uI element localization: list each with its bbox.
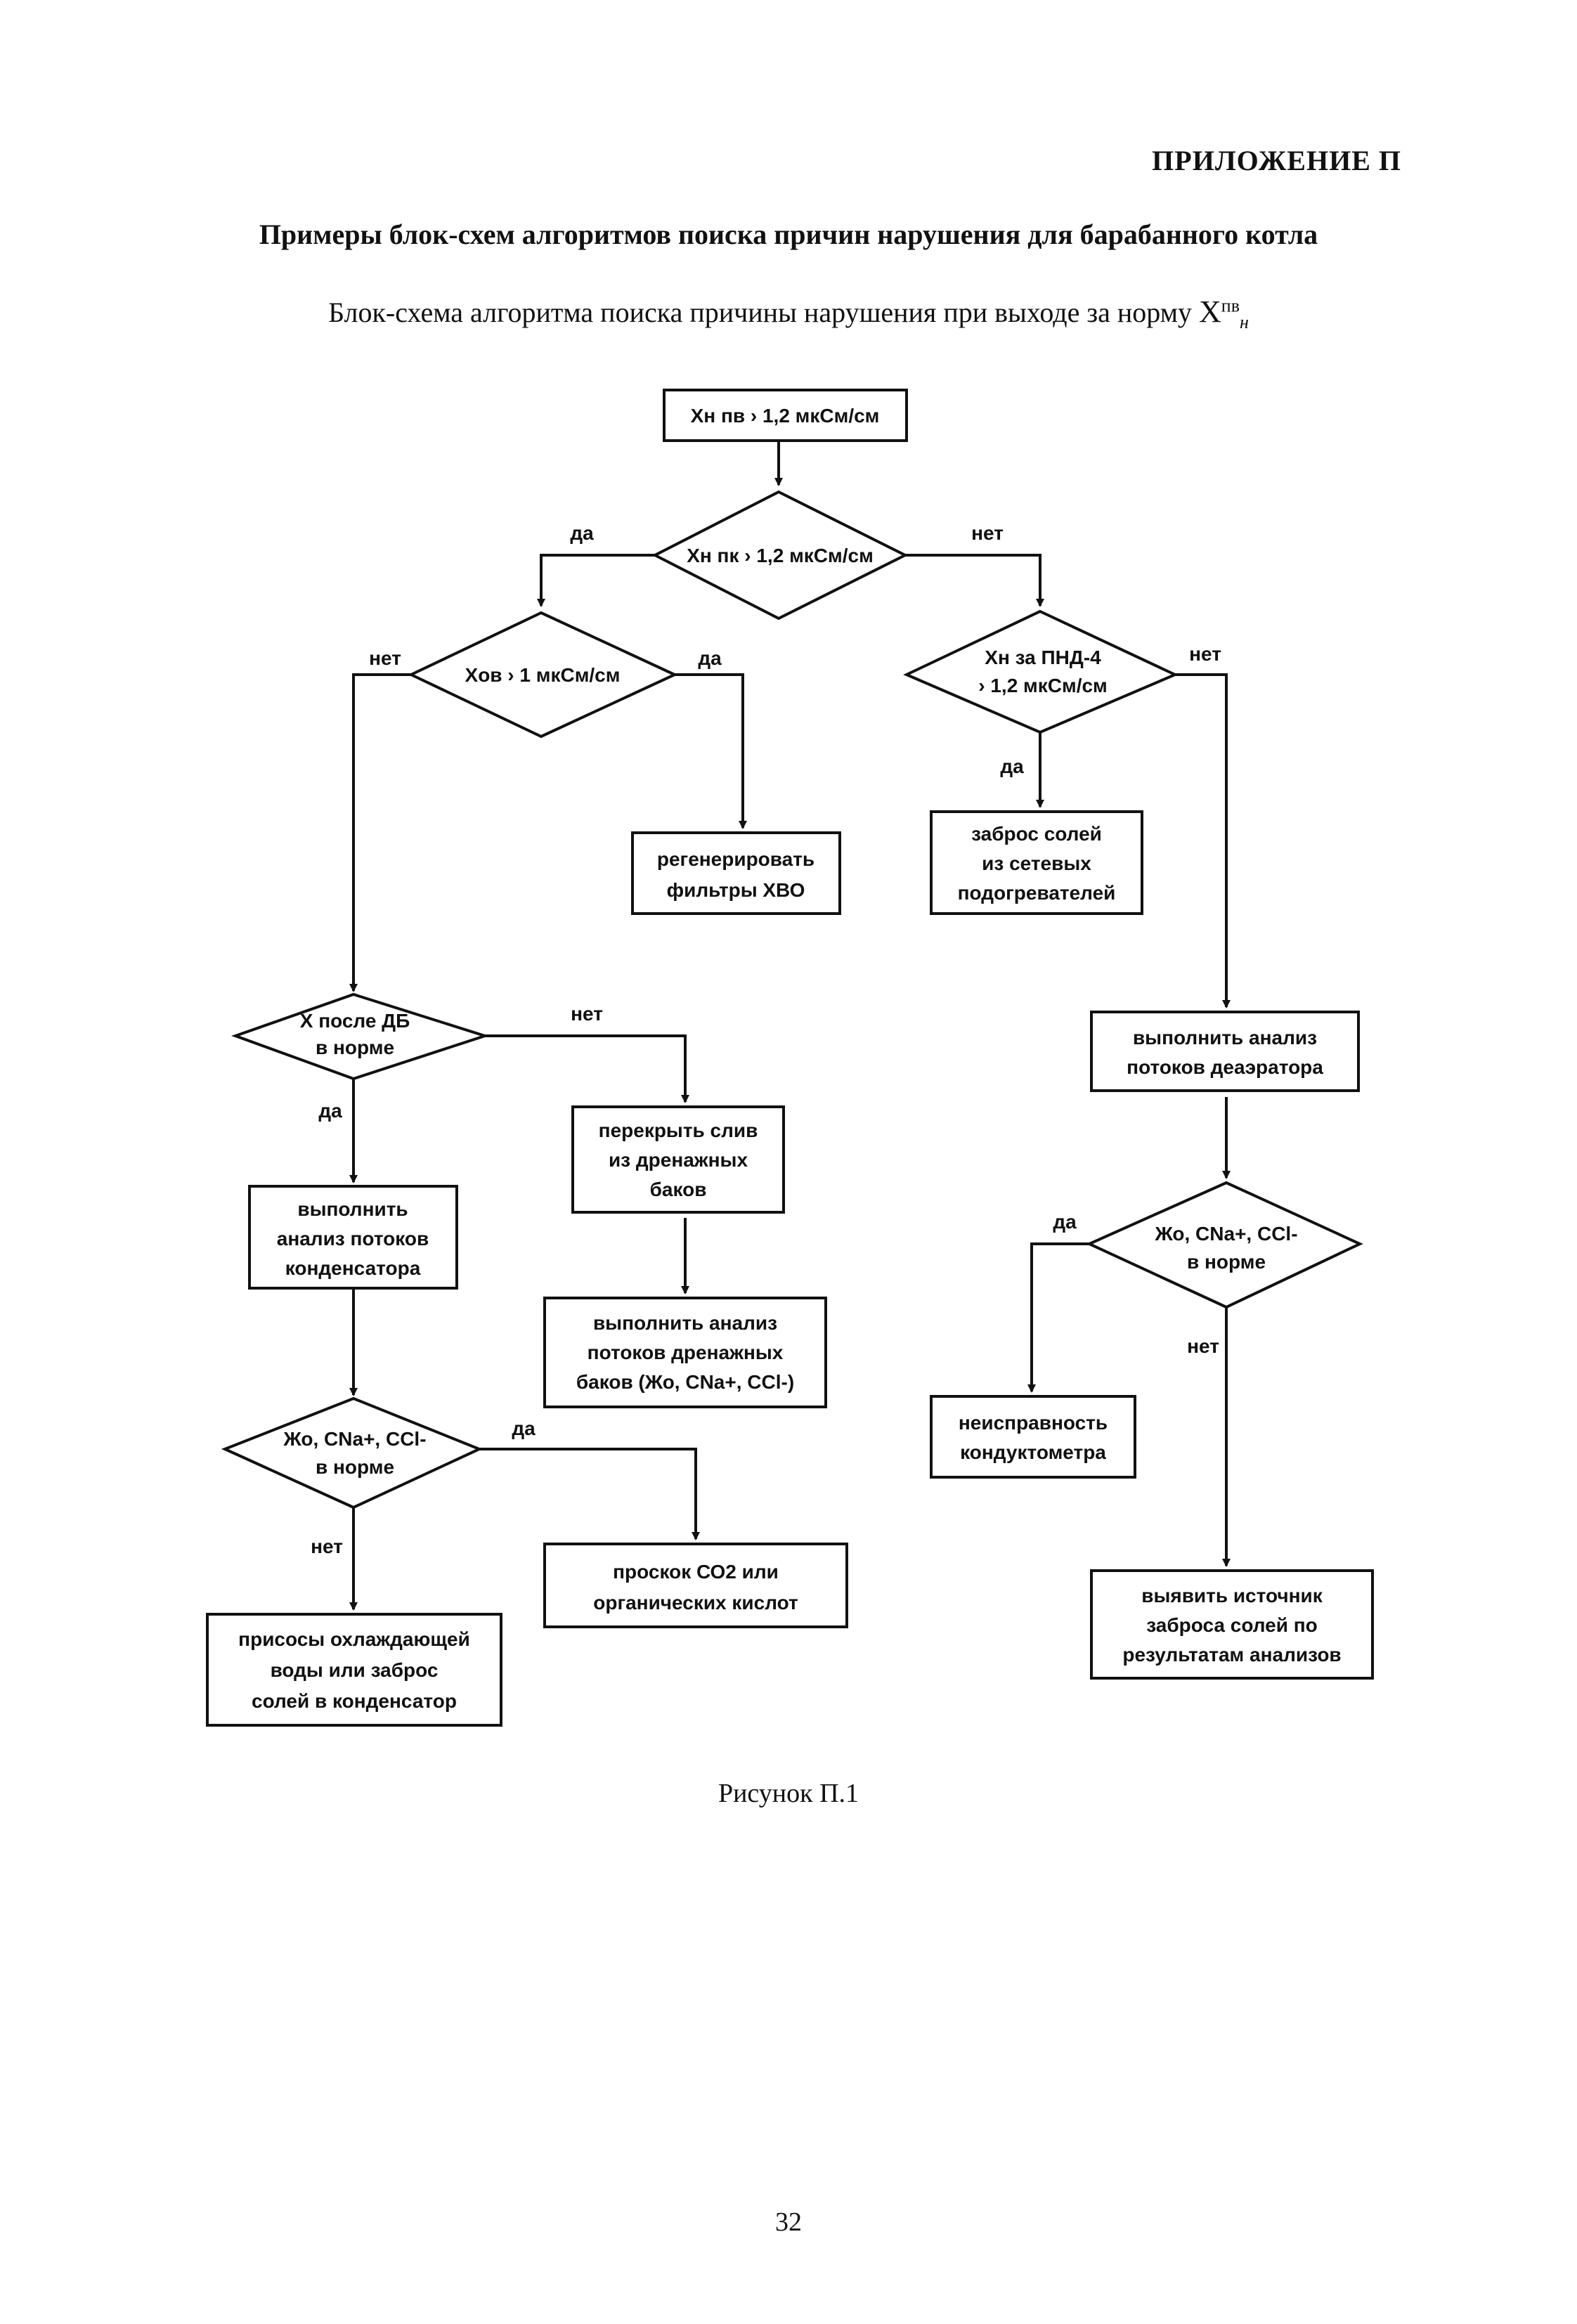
box-deaerator-line1: выполнить анализ	[1133, 1027, 1317, 1049]
subtitle-text: Блок-схема алгоритма поиска причины нару…	[328, 297, 1193, 328]
box-condenser-line2: анализ потоков	[277, 1228, 429, 1249]
decision-conductivity-label: Χн пк › 1,2 мкСм/см	[687, 545, 874, 566]
connector-d6-yes	[479, 1448, 700, 1540]
box-co2-line2: органических кислот	[593, 1592, 798, 1614]
box-deaerator-analysis: выполнить анализ потоков деаэратора	[1090, 1011, 1360, 1092]
d1-no-label: нет	[971, 522, 1004, 544]
connector-d2-no	[349, 673, 411, 992]
box-conductometer-fault: неисправность кондуктометра	[930, 1395, 1136, 1479]
box-close-drain-line3: баков	[650, 1179, 707, 1200]
decision-pnd4-line2: › 1,2 мкСм/см	[978, 675, 1108, 696]
decision-deaerator-line2: в норме	[1187, 1251, 1266, 1273]
decision-after-db-line2: в норме	[316, 1037, 394, 1058]
box-regenerate-filters: регенерировать фильтры ХВО	[631, 831, 841, 915]
decision-deaerator-norm: Жо, СNa+, СCl- в норме да нет	[1053, 1181, 1363, 1357]
box-close-drain: перекрыть слив из дренажных баков	[571, 1105, 785, 1214]
connector-d2-yes	[675, 673, 747, 829]
box-drainage-line1: выполнить анализ	[593, 1312, 777, 1334]
box-suction-line2: воды или заброс	[271, 1659, 439, 1681]
d5-no-label: нет	[1187, 1335, 1219, 1357]
box-salt-heaters: заброс солей из сетевых подогревателей	[930, 810, 1143, 915]
d4-no-label: нет	[571, 1003, 603, 1025]
page-number: 32	[775, 2207, 802, 2237]
connectors	[349, 441, 1231, 1611]
d2-no-label: нет	[369, 647, 401, 669]
box-close-drain-line1: перекрыть слив	[599, 1119, 758, 1141]
box-salt-source-line3: результатам анализов	[1122, 1644, 1341, 1666]
box-close-drain-line2: из дренажных	[609, 1149, 748, 1171]
subtitle-subscript: н	[1240, 312, 1249, 332]
box-condenser-analysis: выполнить анализ потоков конденсатора	[248, 1185, 458, 1290]
box-drainage-analysis: выполнить анализ потоков дренажных баков…	[543, 1297, 827, 1408]
box-salt-line2: из сетевых	[982, 852, 1091, 874]
box-salt-source-line2: заброса солей по	[1146, 1614, 1318, 1636]
box-condenser-line3: конденсатора	[285, 1257, 421, 1279]
box-co2-line1: проскок СО2 или	[613, 1561, 779, 1583]
decision-after-db-line1: Χ после ДБ	[300, 1010, 410, 1032]
box-drainage-line3: баков (Жо, СNa+, СCl-)	[576, 1371, 794, 1393]
start-box-label: Χн пв › 1,2 мкСм/см	[691, 405, 880, 427]
appendix-label: ПРИЛОЖЕНИЕ П	[1152, 145, 1401, 176]
d3-no-label: нет	[1189, 643, 1221, 665]
decision-ov-check: Χов › 1 мкСм/см нет да	[369, 611, 722, 739]
decision-after-db: Χ после ДБ в норме нет да	[231, 992, 603, 1122]
start-box: Χн пв › 1,2 мкСм/см	[663, 389, 908, 442]
d6-no-label: нет	[311, 1536, 343, 1557]
box-suction-line1: присосы охлаждающей	[238, 1628, 470, 1650]
box-cooling-water-suction: присосы охлаждающей воды или заброс соле…	[206, 1613, 502, 1727]
d6-yes-label: да	[512, 1417, 536, 1439]
connector-d4-no	[485, 1034, 689, 1103]
box-co2-breakthrough: проскок СО2 или органических кислот	[543, 1543, 848, 1628]
d3-yes-label: да	[1000, 755, 1024, 777]
figure-caption: Рисунок П.1	[718, 1779, 859, 1808]
decision-condenser-line2: в норме	[316, 1456, 394, 1478]
page-title: Примеры блок-схем алгоритмов поиска прич…	[259, 219, 1318, 250]
box-salt-source: выявить источник заброса солей по резуль…	[1090, 1569, 1374, 1680]
connector-d1-no	[905, 554, 1044, 607]
decision-ov-label: Χов › 1 мкСм/см	[465, 664, 621, 686]
decision-conductivity-check: Χн пк › 1,2 мкСм/см да нет	[570, 490, 1004, 621]
decision-pnd4-line1: Χн за ПНД-4	[985, 647, 1101, 668]
connector-d1-yes	[537, 554, 655, 607]
box-salt-line1: заброс солей	[971, 823, 1102, 845]
subtitle-superscript: пв	[1221, 295, 1240, 316]
decision-deaerator-line1: Жо, СNa+, СCl-	[1154, 1223, 1297, 1245]
d1-yes-label: да	[570, 522, 594, 544]
box-condenser-line1: выполнить	[297, 1198, 408, 1220]
box-salt-source-line1: выявить источник	[1141, 1585, 1323, 1606]
subtitle-symbol: Χ	[1199, 294, 1221, 329]
box-conductometer-line2: кондуктометра	[960, 1441, 1106, 1463]
box-suction-line3: солей в конденсатор	[252, 1690, 457, 1712]
box-salt-line3: подогревателей	[958, 882, 1116, 904]
decision-condenser-line1: Жо, СNa+, СCl-	[283, 1428, 426, 1450]
box-regenerate-line2: фильтры ХВО	[667, 879, 805, 901]
connector-d5-yes	[1027, 1242, 1089, 1393]
page-subtitle: Блок-схема алгоритма поиска причины нару…	[0, 294, 1577, 333]
box-conductometer-line1: неисправность	[959, 1412, 1108, 1434]
d5-yes-label: да	[1053, 1211, 1077, 1233]
decision-pnd4-check: Χн за ПНД-4 › 1,2 мкСм/см нет да	[903, 609, 1221, 777]
box-regenerate-line1: регенерировать	[657, 848, 815, 870]
d4-yes-label: да	[318, 1100, 342, 1122]
box-drainage-line2: потоков дренажных	[588, 1342, 784, 1363]
decision-condenser-norm: Жо, СNa+, СCl- в норме да нет	[221, 1396, 536, 1557]
box-deaerator-line2: потоков деаэратора	[1127, 1056, 1323, 1078]
connector-d3-no	[1175, 673, 1231, 1008]
d2-yes-label: да	[698, 647, 722, 669]
